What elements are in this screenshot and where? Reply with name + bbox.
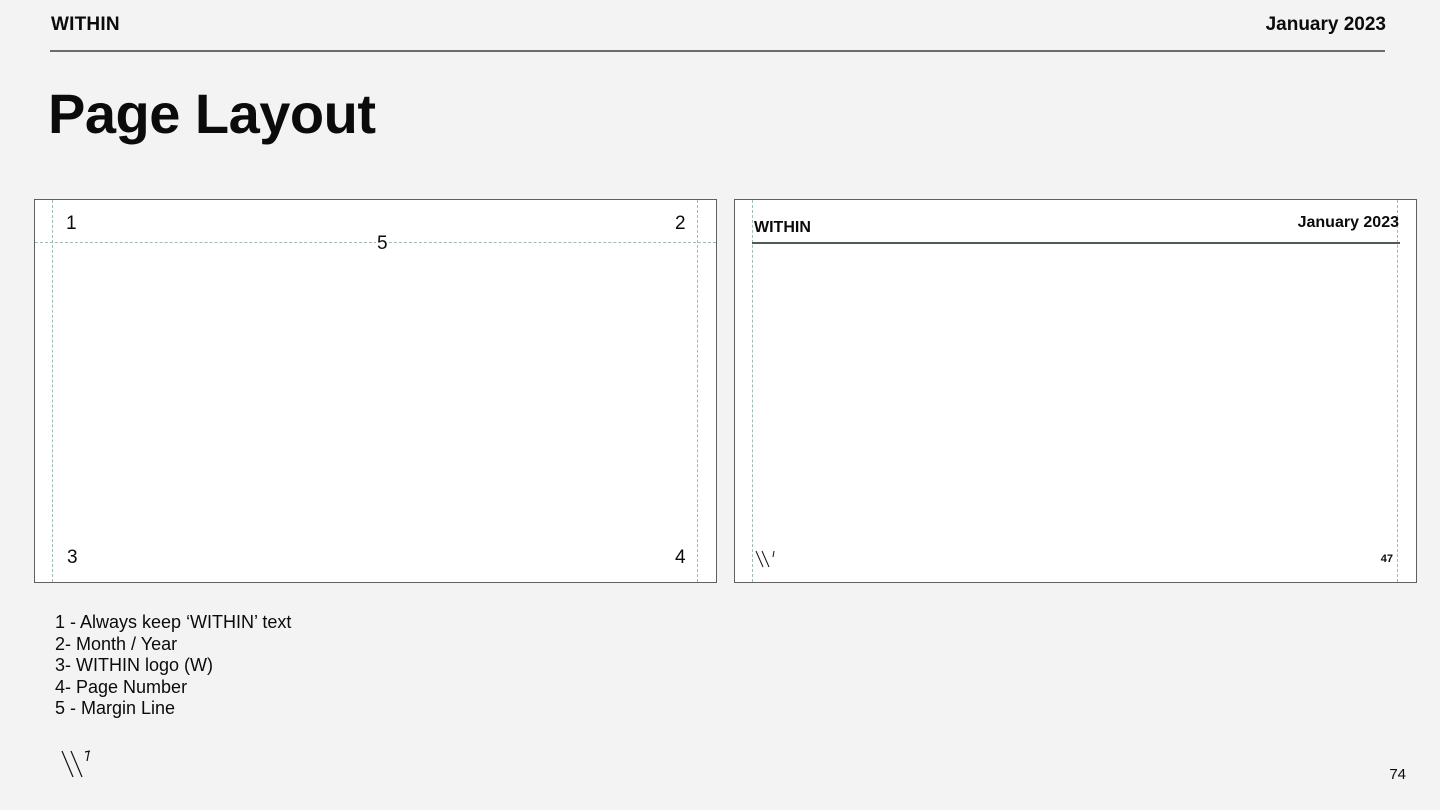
brand-label: WITHIN (51, 14, 120, 35)
example-date: January 2023 (1297, 214, 1399, 231)
left-margin-guide (752, 200, 753, 582)
example-brand-label: WITHIN (754, 219, 811, 236)
note-item: 1 - Always keep ‘WITHIN’ text (55, 612, 292, 632)
within-logo-icon (60, 748, 96, 785)
marker-1: 1 (66, 213, 77, 234)
right-margin-guide (1397, 200, 1398, 582)
example-header-rule (752, 242, 1400, 244)
note-item: 4- Page Number (55, 676, 188, 697)
right-margin-guide (697, 200, 698, 582)
marker-2: 2 (675, 213, 686, 234)
note-item: 2- Month / Year (55, 633, 178, 654)
page-title: Page Layout (48, 82, 376, 145)
note-item: 3- WITHIN logo (W) (55, 655, 214, 675)
page-number: 74 (1389, 766, 1406, 783)
example-page-number: 47 (1380, 553, 1393, 565)
note-item: 5 - Margin Line (55, 698, 176, 718)
within-logo-icon (754, 549, 778, 574)
marker-5: 5 (376, 233, 389, 254)
layout-diagram: 1 2 3 4 5 (34, 199, 717, 583)
header-date: January 2023 (1265, 14, 1386, 35)
marker-3: 3 (67, 547, 78, 568)
left-margin-guide (52, 200, 53, 582)
marker-4: 4 (675, 547, 686, 568)
example-page: WITHIN January 2023 47 (734, 199, 1417, 583)
legend-notes: 1 - Always keep ‘WITHIN’ text 2- Month /… (55, 612, 291, 720)
header-rule (50, 50, 1385, 52)
top-margin-guide (35, 242, 716, 243)
